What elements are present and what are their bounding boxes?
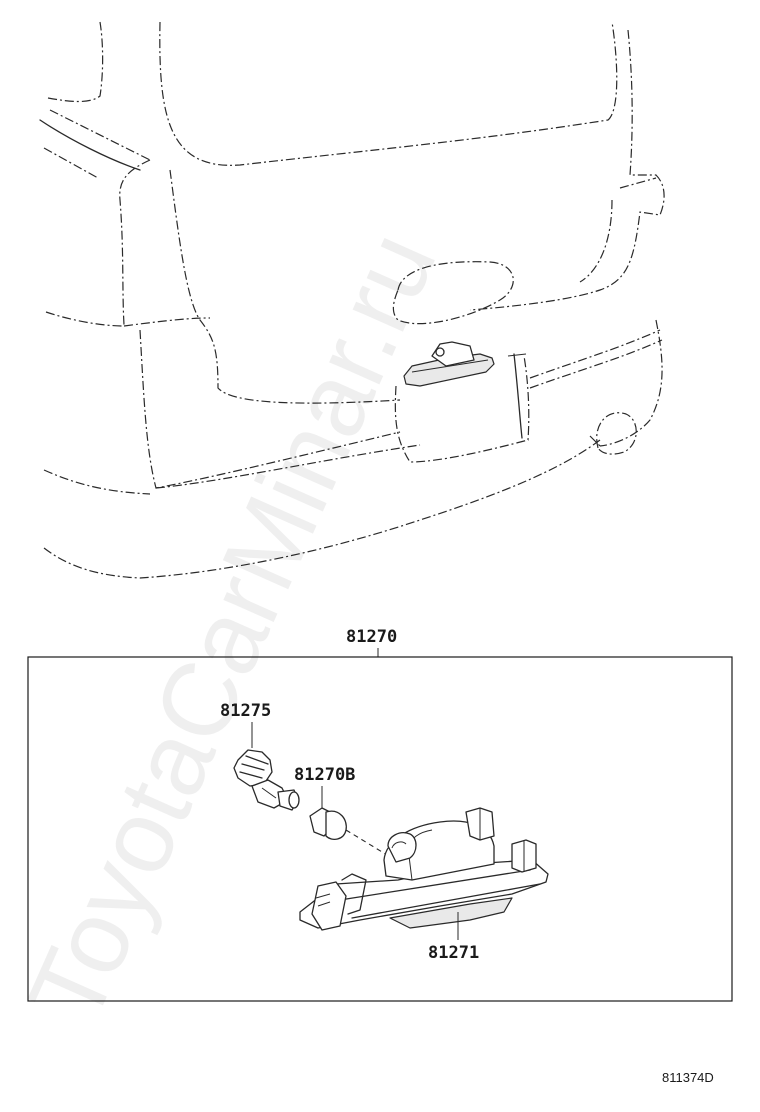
part-label-assembly: 81270 — [346, 627, 397, 647]
part-label-bulb: 81270B — [294, 765, 355, 785]
bulb-part-drawing — [309, 807, 347, 841]
lamp-housing-drawing — [299, 807, 549, 931]
vehicle-rear-illustration — [39, 21, 665, 579]
socket-part-drawing — [233, 749, 300, 811]
part-label-socket: 81275 — [220, 701, 271, 721]
part-label-lens: 81271 — [428, 943, 479, 963]
diagram-code-label: 811374D — [662, 1070, 714, 1085]
assembly-callout-box — [27, 656, 733, 1002]
